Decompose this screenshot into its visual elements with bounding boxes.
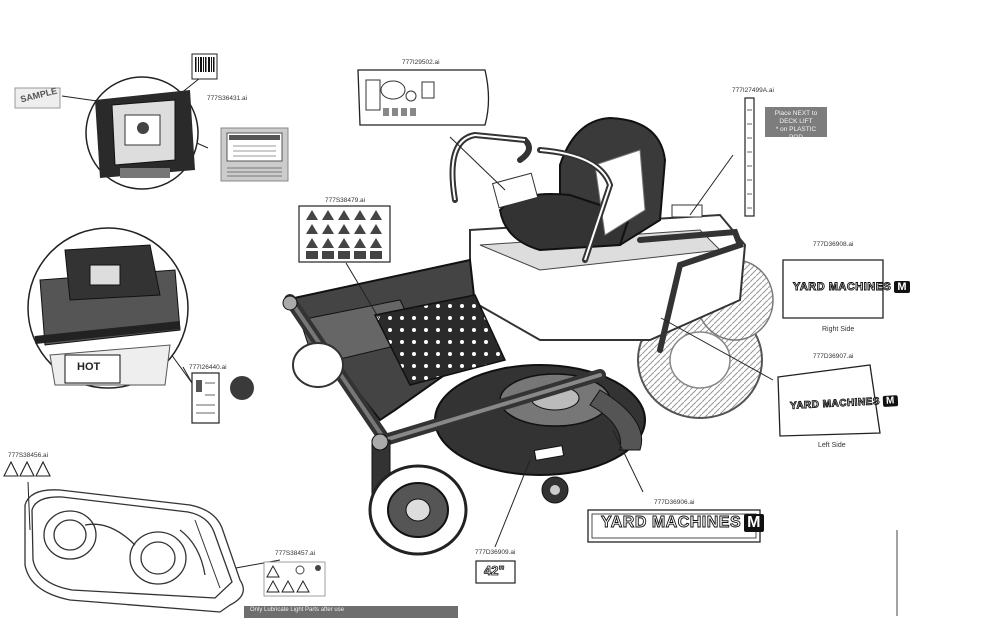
caption-right-side: Right Side — [822, 326, 855, 333]
place-note-line-2: * on PLASTIC POD — [775, 126, 817, 141]
barcode-graphic — [191, 53, 218, 80]
decal-seat-box — [220, 127, 289, 182]
part-label-seat-strip: 777I27499A.ai — [732, 87, 774, 94]
deck-size-text: 42" — [484, 563, 505, 579]
place-note-line-1: Place NEXT to DECK LIFT — [774, 110, 818, 125]
decal-deck-right — [263, 561, 326, 597]
mower-illustration — [282, 116, 774, 556]
hot-warning-text: HOT — [77, 361, 101, 373]
part-label-seat-box: 777S36431.ai — [207, 95, 248, 102]
decal-left-side-panel — [777, 364, 881, 437]
deck-line-drawing — [24, 489, 244, 613]
part-label-deck-warning: 777S38456.ai — [8, 452, 49, 459]
part-label-left-side: 777D36907.ai — [813, 353, 854, 360]
bottom-note-bar: Only Lubricate Light Parts after use — [244, 606, 458, 618]
decal-deck-size-panel — [475, 560, 516, 584]
brand-left-side-badge: M — [882, 395, 899, 407]
caption-left-side: Left Side — [818, 442, 846, 449]
part-label-safety: 777S38479.ai — [325, 197, 366, 204]
part-label-deck-right: 777S38457.ai — [275, 550, 316, 557]
decal-deck-warning — [3, 460, 51, 477]
decal-seat-strip — [744, 97, 755, 217]
decal-top-panel — [357, 69, 490, 126]
part-label-frame-small: 777I26440.ai — [189, 364, 227, 371]
brand-rear-badge: M — [744, 514, 764, 532]
leader-lines — [27, 77, 774, 569]
inset-frame — [27, 227, 189, 389]
part-label-rear-brand: 777D36906.ai — [654, 499, 695, 506]
part-label-right-side: 777D36908.ai — [813, 241, 854, 248]
place-note-box: Place NEXT to DECK LIFT * on PLASTIC POD — [765, 107, 827, 141]
decal-sample-card — [14, 87, 61, 109]
brand-right-side-text: YARD MACHINES — [793, 281, 892, 294]
decal-frame-small — [191, 372, 254, 424]
part-label-deck-size: 777D36909.ai — [475, 549, 516, 556]
brand-rear-text: YARD MACHINES — [601, 514, 742, 532]
part-label-top-decal: 777I29502.ai — [402, 59, 440, 66]
decal-right-side-panel — [782, 259, 884, 319]
inset-seat-box — [85, 76, 199, 190]
brand-right-side-badge: M — [894, 281, 911, 293]
decal-safety-grid — [298, 205, 391, 263]
